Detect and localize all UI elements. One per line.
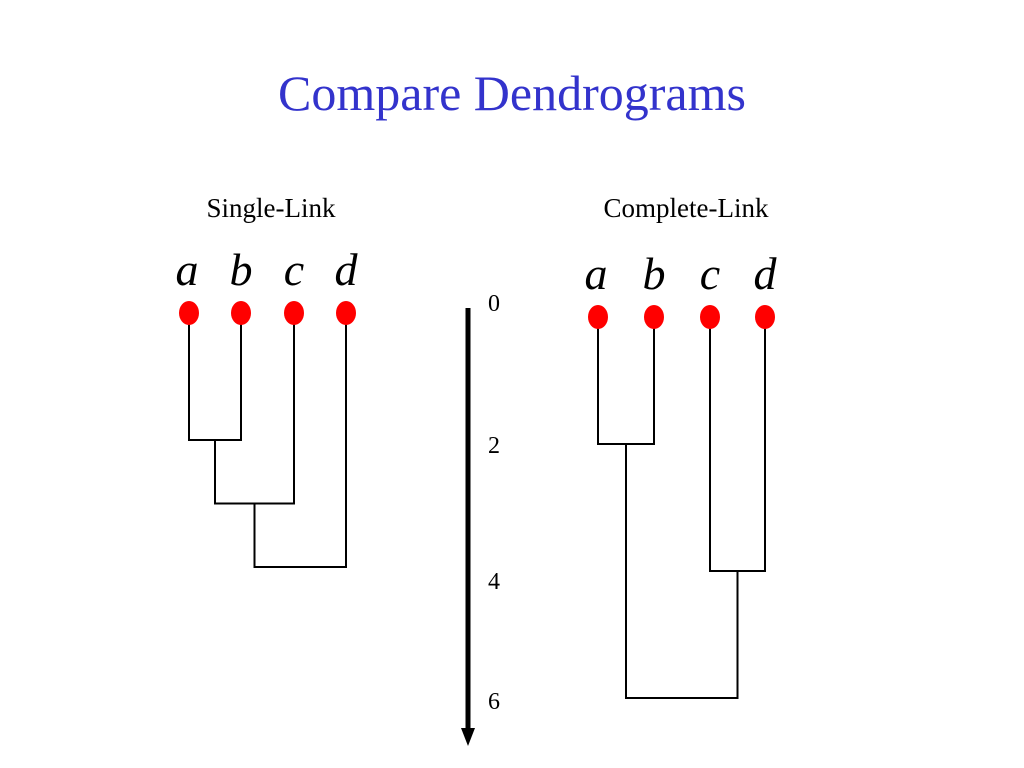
single-leaf-node-a <box>179 301 199 325</box>
single-leaf-node-c <box>284 301 304 325</box>
scale-tick-4: 4 <box>488 569 500 595</box>
page-title: Compare Dendrograms <box>278 65 746 121</box>
complete-leaf-label-a: a <box>584 248 608 299</box>
single-leaf-label-a: a <box>175 244 199 295</box>
complete-leaf-label-b: b <box>642 248 666 299</box>
single-link-label: Single-Link <box>206 193 336 223</box>
complete-leaf-node-a <box>588 305 608 329</box>
distance-scale-arrow <box>461 308 475 746</box>
single-leaf-node-b <box>231 301 251 325</box>
scale-arrow-head <box>461 728 475 746</box>
complete-leaf-label-d: d <box>753 248 777 299</box>
single-leaf-node-d <box>336 301 356 325</box>
single-link-dendrogram <box>179 301 356 568</box>
scale-tick-0: 0 <box>488 291 500 317</box>
scale-tick-6: 6 <box>488 689 500 715</box>
single-leaf-label-d: d <box>334 244 358 295</box>
complete-leaf-node-d <box>755 305 775 329</box>
complete-leaf-node-b <box>644 305 664 329</box>
complete-link-label: Complete-Link <box>603 193 769 223</box>
complete-leaf-node-c <box>700 305 720 329</box>
complete-link-dendrogram <box>588 305 775 699</box>
complete-leaf-label-c: c <box>699 248 721 299</box>
scale-tick-2: 2 <box>488 433 500 459</box>
single-leaf-label-c: c <box>283 244 305 295</box>
single-leaf-label-b: b <box>229 244 253 295</box>
